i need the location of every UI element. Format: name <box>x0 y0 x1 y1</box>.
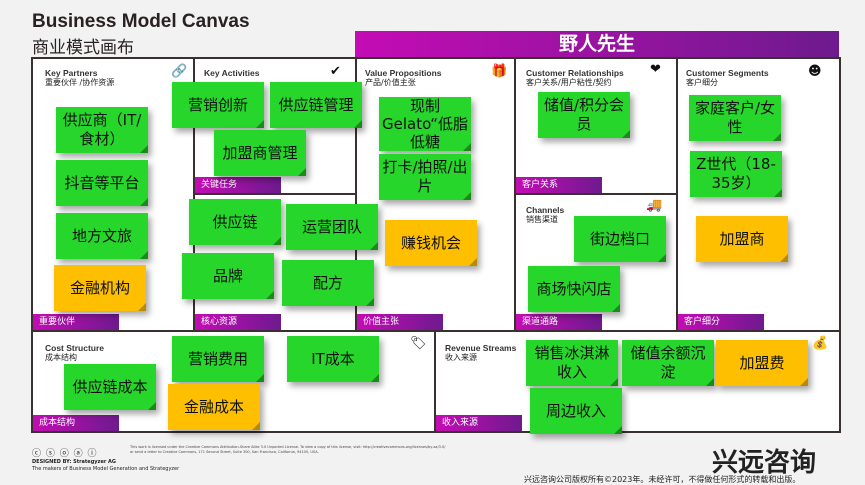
tag-cost-structure: 成本结构 <box>33 415 119 431</box>
sticky-note[interactable]: 销售冰淇淋收入 <box>526 340 618 386</box>
sticky-note[interactable]: 营销创新 <box>172 82 264 128</box>
sticky-note[interactable]: 周边收入 <box>530 388 622 434</box>
brand-banner: 野人先生 <box>355 31 839 58</box>
license-text: This work is licensed under the Creative… <box>130 445 446 454</box>
sticky-note[interactable]: 加盟商管理 <box>214 130 306 176</box>
sticky-note[interactable]: 供应链 <box>189 199 281 245</box>
sticky-note[interactable]: 配方 <box>282 260 374 306</box>
price-tag-icon: 🏷 <box>410 336 427 351</box>
divider <box>355 58 357 330</box>
sticky-note[interactable]: 储值/积分会员 <box>538 92 630 138</box>
sticky-note[interactable]: 金融成本 <box>168 384 260 430</box>
tag-key-activities: 关键任务 <box>195 177 281 193</box>
sticky-note[interactable]: 商场快闪店 <box>528 266 620 312</box>
truck-icon: 🚚 <box>646 198 663 213</box>
link-icon: 🔗 <box>171 64 188 79</box>
tag-channels: 渠道通路 <box>516 314 602 330</box>
money-bag-icon: 💰 <box>812 336 829 351</box>
copyright-text: 兴远咨询公司版权所有©2023年。未经许可，不得做任何形式的转载和出版。 <box>524 475 801 484</box>
tag-key-partners: 重要伙伴 <box>33 314 119 330</box>
sticky-note[interactable]: 抖音等平台 <box>56 160 148 206</box>
sticky-note[interactable]: 储值余额沉淀 <box>622 340 714 386</box>
tag-key-resources: 核心资源 <box>195 314 281 330</box>
sticky-note[interactable]: 打卡/拍照/出片 <box>379 154 471 200</box>
gift-icon: 🎁 <box>491 64 508 79</box>
sticky-note[interactable]: 赚钱机会 <box>385 220 477 266</box>
sticky-note[interactable]: 金融机构 <box>54 265 146 311</box>
sticky-note[interactable]: 供应商（IT/食材） <box>56 107 148 153</box>
creative-commons-icons: ⓒ ⓢ ⓞ ⓐ ⓘ <box>32 449 98 459</box>
tag-revenue-streams: 收入来源 <box>436 415 522 431</box>
tag-customer-segments: 客户细分 <box>678 314 764 330</box>
sticky-note[interactable]: Z世代（18-35岁） <box>690 151 782 197</box>
section-key-activities: Key Activities <box>204 68 260 78</box>
check-icon: ✔ <box>330 64 341 79</box>
divider <box>193 193 356 195</box>
sticky-note[interactable]: 营销费用 <box>172 336 264 382</box>
sticky-note[interactable]: 供应链管理 <box>270 82 362 128</box>
sticky-note[interactable]: 供应链成本 <box>64 364 156 410</box>
face-icon: ☻ <box>808 64 822 79</box>
company-logo: 兴远咨询 <box>712 448 817 478</box>
sticky-note[interactable]: 加盟商 <box>696 216 788 262</box>
sticky-note[interactable]: 品牌 <box>182 253 274 299</box>
sticky-note[interactable]: 地方文旅 <box>56 213 148 259</box>
sticky-note[interactable]: IT成本 <box>287 336 379 382</box>
sticky-note[interactable]: 运营团队 <box>286 204 378 250</box>
page-subtitle: 商业模式画布 <box>32 38 134 58</box>
divider <box>434 330 436 433</box>
heart-icon: ❤ <box>650 62 661 77</box>
divider <box>514 193 677 195</box>
sticky-note[interactable]: 加盟费 <box>716 340 808 386</box>
tag-customer-relationships: 客户关系 <box>516 177 602 193</box>
divider <box>31 330 841 332</box>
tag-value-propositions: 价值主张 <box>357 314 443 330</box>
divider <box>676 58 678 330</box>
page-title: Business Model Canvas <box>32 11 250 32</box>
sticky-note[interactable]: 街边档口 <box>574 216 666 262</box>
sticky-note[interactable]: 家庭客户/女性 <box>689 95 781 141</box>
sticky-note[interactable]: 现制Gelato“低脂低糖 <box>379 97 471 151</box>
